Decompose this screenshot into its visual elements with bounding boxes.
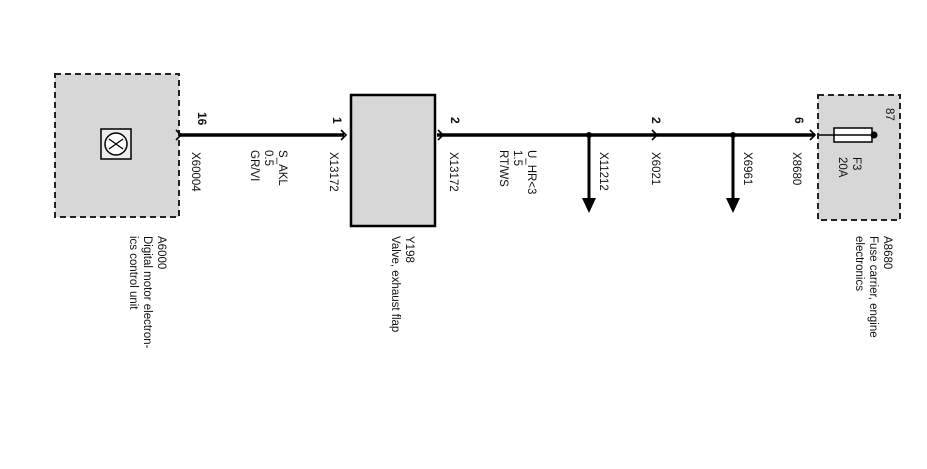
wire1-size: 0.5 [262,150,274,166]
fuse-carrier-desc-2: electronics [853,236,865,291]
ecu-desc-2: ics control unit [127,236,139,310]
splice-x11212 [582,132,596,213]
label-x13172-in: X13172 [327,152,339,192]
wire1-name: S_AKL [276,150,288,186]
ecu-symbol-icon [100,128,132,160]
connector-x60004-mark [175,129,183,141]
connector-x6021-mark [651,129,659,141]
wire2-size: 1.5 [511,150,523,166]
label-x8680: X8680 [790,152,802,185]
wire2-color: RT/WS [497,150,509,187]
fuse-symbol-icon [819,127,878,143]
label-x6021: X6021 [649,152,661,185]
wire1-color: GR/VI [248,150,260,181]
valve-box[interactable] [349,93,437,228]
pin-fuse: 6 [792,117,806,124]
ecu-desc-1: Digital motor electron- [141,236,153,349]
pin-ecu: 16 [195,112,209,126]
fuse-rating: 20A [836,157,848,178]
fuse-carrier-desc-1: Fuse carrier, engine [867,236,879,338]
connector-x13172-in-mark [340,129,348,141]
connector-x8680-mark [809,129,817,141]
connector-marks [175,129,817,141]
fuse-pin-87: 87 [883,108,895,121]
pin-mid: 2 [649,117,663,124]
label-x11212: X11212 [597,152,609,191]
valve-desc: Valve, exhaust flap [389,236,401,332]
label-x6961: X6961 [741,152,753,185]
splice-x6961 [726,132,740,213]
ecu-ref: A6000 [155,236,167,269]
label-x60004: X60004 [189,152,201,192]
connector-x13172-out-mark [437,129,445,141]
wire2-name: U_HR<3 [525,150,537,194]
pin-valve-in: 1 [330,117,344,124]
fuse-carrier-ref: A8680 [881,236,893,269]
ground-arrow-icon [582,198,596,213]
label-x13172-out: X13172 [447,152,459,192]
pin-valve-out: 2 [448,117,462,124]
ground-arrow-icon [726,198,740,213]
valve-ref: Y198 [403,236,415,263]
fuse-carrier-box[interactable] [817,94,901,221]
fuse-id: F3 [850,157,862,170]
